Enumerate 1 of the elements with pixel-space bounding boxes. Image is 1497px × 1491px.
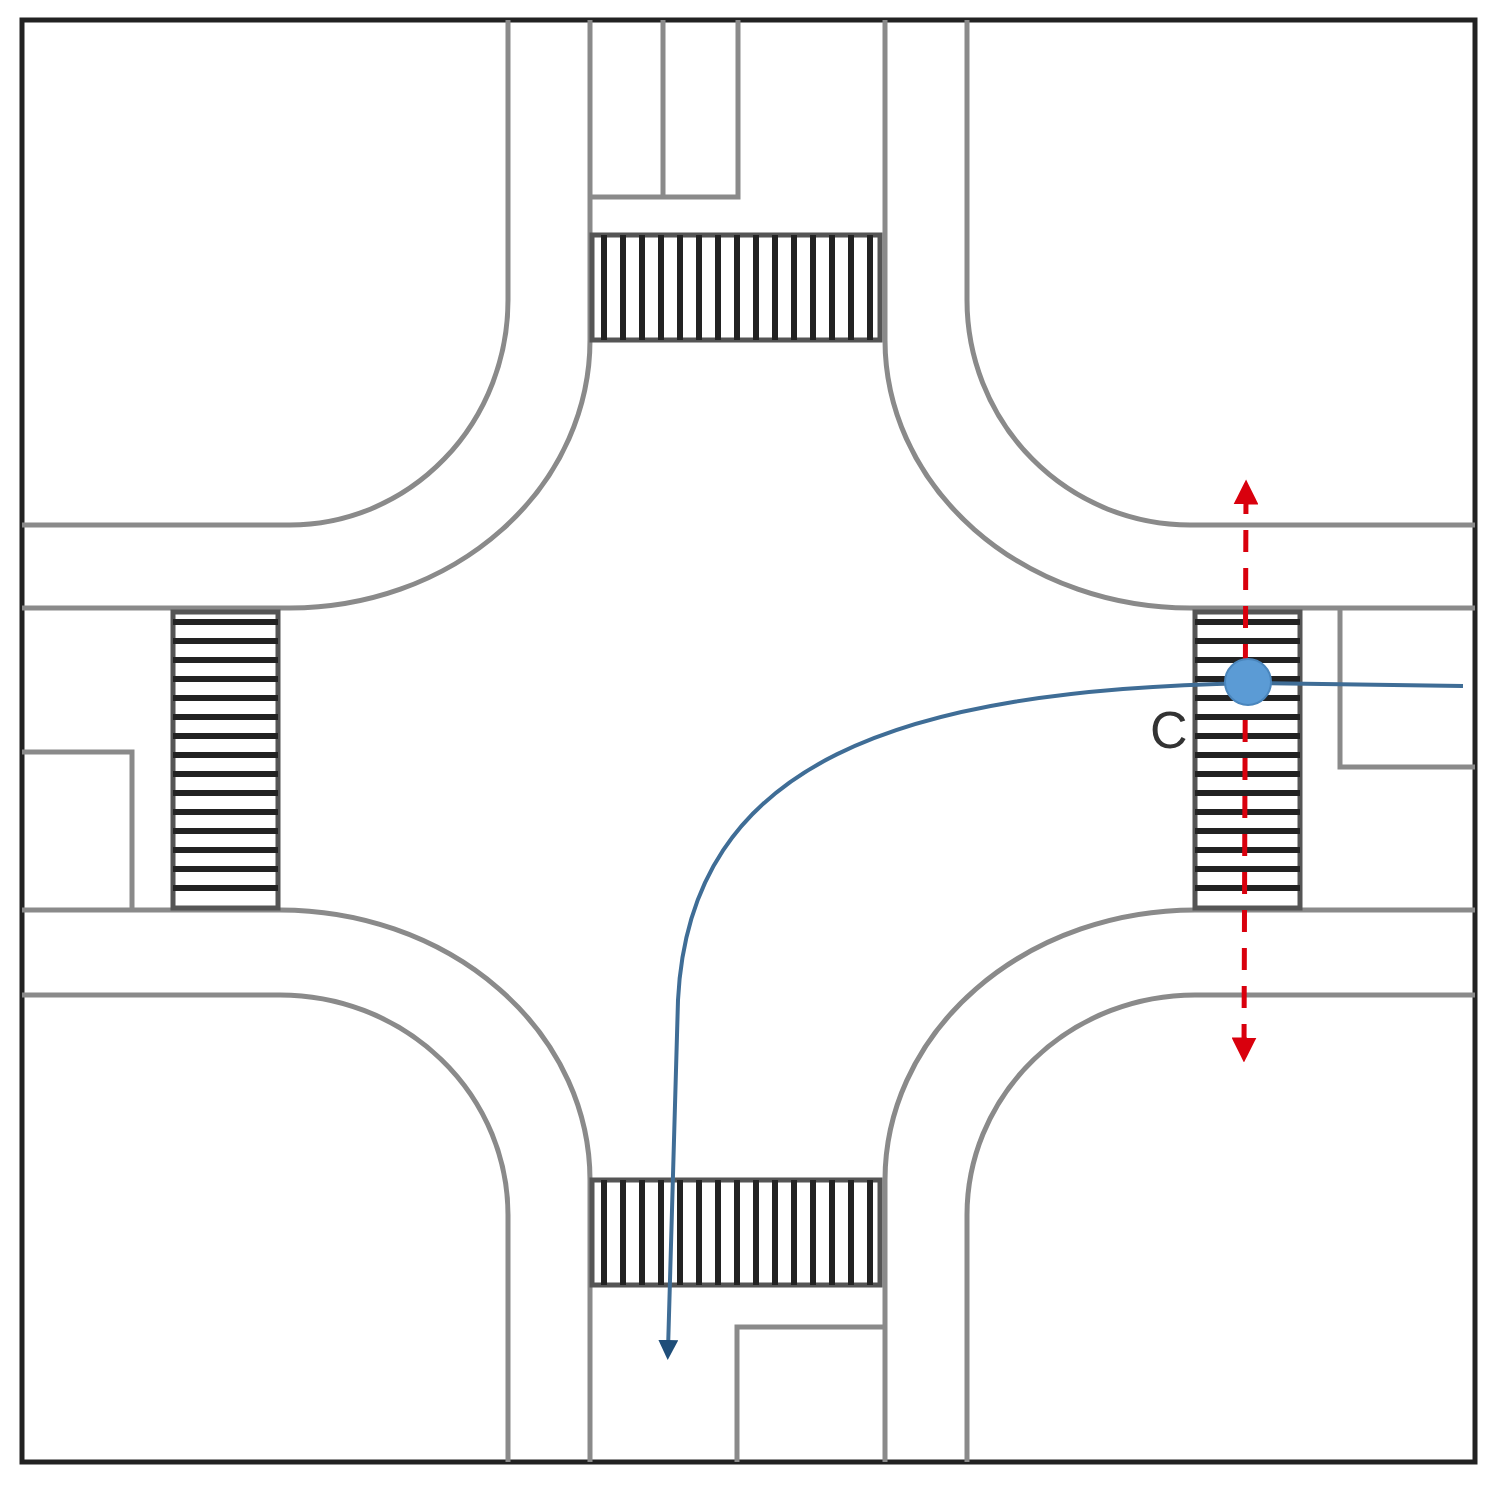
point-label: C xyxy=(1150,704,1188,756)
